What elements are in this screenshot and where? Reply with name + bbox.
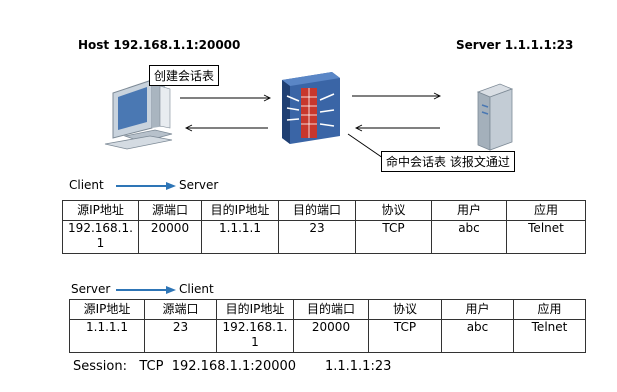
cell-application: Telnet xyxy=(506,220,586,254)
table-header-row: 源IP地址 源端口 目的IP地址 目的端口 协议 用户 应用 xyxy=(69,299,586,320)
header-cell: 目的端口 xyxy=(278,200,356,221)
server-label: Server 1.1.1.1:23 xyxy=(456,38,574,52)
direction-arrow-1-icon xyxy=(116,182,176,190)
cell-src-port: 23 xyxy=(144,319,217,353)
firewall-icon xyxy=(282,72,340,144)
host-label: Host 192.168.1.1:20000 xyxy=(78,38,241,52)
session-table-server-to-client: 源IP地址 源端口 目的IP地址 目的端口 协议 用户 应用 1.1.1.1 2… xyxy=(69,299,586,353)
header-cell: 协议 xyxy=(368,299,442,320)
direction-arrow-2-icon xyxy=(116,286,176,294)
cell-src-ip: 192.168.1. 1 xyxy=(62,220,139,254)
header-cell: 目的IP地址 xyxy=(201,200,279,221)
cell-dst-port: 20000 xyxy=(293,319,369,353)
header-cell: 应用 xyxy=(506,200,586,221)
header-cell: 目的IP地址 xyxy=(216,299,294,320)
hit-session-callout: 命中会话表 该报文通过 xyxy=(381,151,515,172)
direction-from-1: Client xyxy=(69,178,104,192)
header-cell: 源IP地址 xyxy=(69,299,145,320)
cell-user: abc xyxy=(441,319,514,353)
header-cell: 源端口 xyxy=(144,299,217,320)
cell-user: abc xyxy=(431,220,507,254)
cell-dst-ip: 1.1.1.1 xyxy=(201,220,279,254)
header-cell: 源IP地址 xyxy=(62,200,139,221)
direction-from-2: Server xyxy=(71,282,111,296)
cell-src-port: 20000 xyxy=(138,220,202,254)
cell-protocol: TCP xyxy=(355,220,432,254)
cell-dst-ip: 192.168.1. 1 xyxy=(216,319,294,353)
header-cell: 协议 xyxy=(355,200,432,221)
direction-to-1: Server xyxy=(179,178,219,192)
client-pc-icon xyxy=(104,79,173,150)
header-cell: 应用 xyxy=(513,299,586,320)
session-table-client-to-server: 源IP地址 源端口 目的IP地址 目的端口 协议 用户 应用 192.168.1… xyxy=(62,200,586,254)
header-cell: 源端口 xyxy=(138,200,202,221)
topology-diagram xyxy=(104,72,514,159)
session-summary: Session: TCP 192.168.1.1:20000 1.1.1.1:2… xyxy=(73,359,392,374)
table-header-row: 源IP地址 源端口 目的IP地址 目的端口 协议 用户 应用 xyxy=(62,200,586,221)
create-session-callout: 创建会话表 xyxy=(149,65,220,86)
cell-src-ip: 1.1.1.1 xyxy=(69,319,145,353)
table-row: 1.1.1.1 23 192.168.1. 1 20000 TCP abc Te… xyxy=(69,319,586,353)
cell-dst-port: 23 xyxy=(278,220,356,254)
table-row: 192.168.1. 1 20000 1.1.1.1 23 TCP abc Te… xyxy=(62,220,586,254)
header-cell: 用户 xyxy=(431,200,507,221)
header-cell: 目的端口 xyxy=(293,299,369,320)
header-cell: 用户 xyxy=(441,299,514,320)
cell-application: Telnet xyxy=(513,319,586,353)
server-icon xyxy=(476,83,514,151)
cell-protocol: TCP xyxy=(368,319,442,353)
direction-to-2: Client xyxy=(179,282,214,296)
